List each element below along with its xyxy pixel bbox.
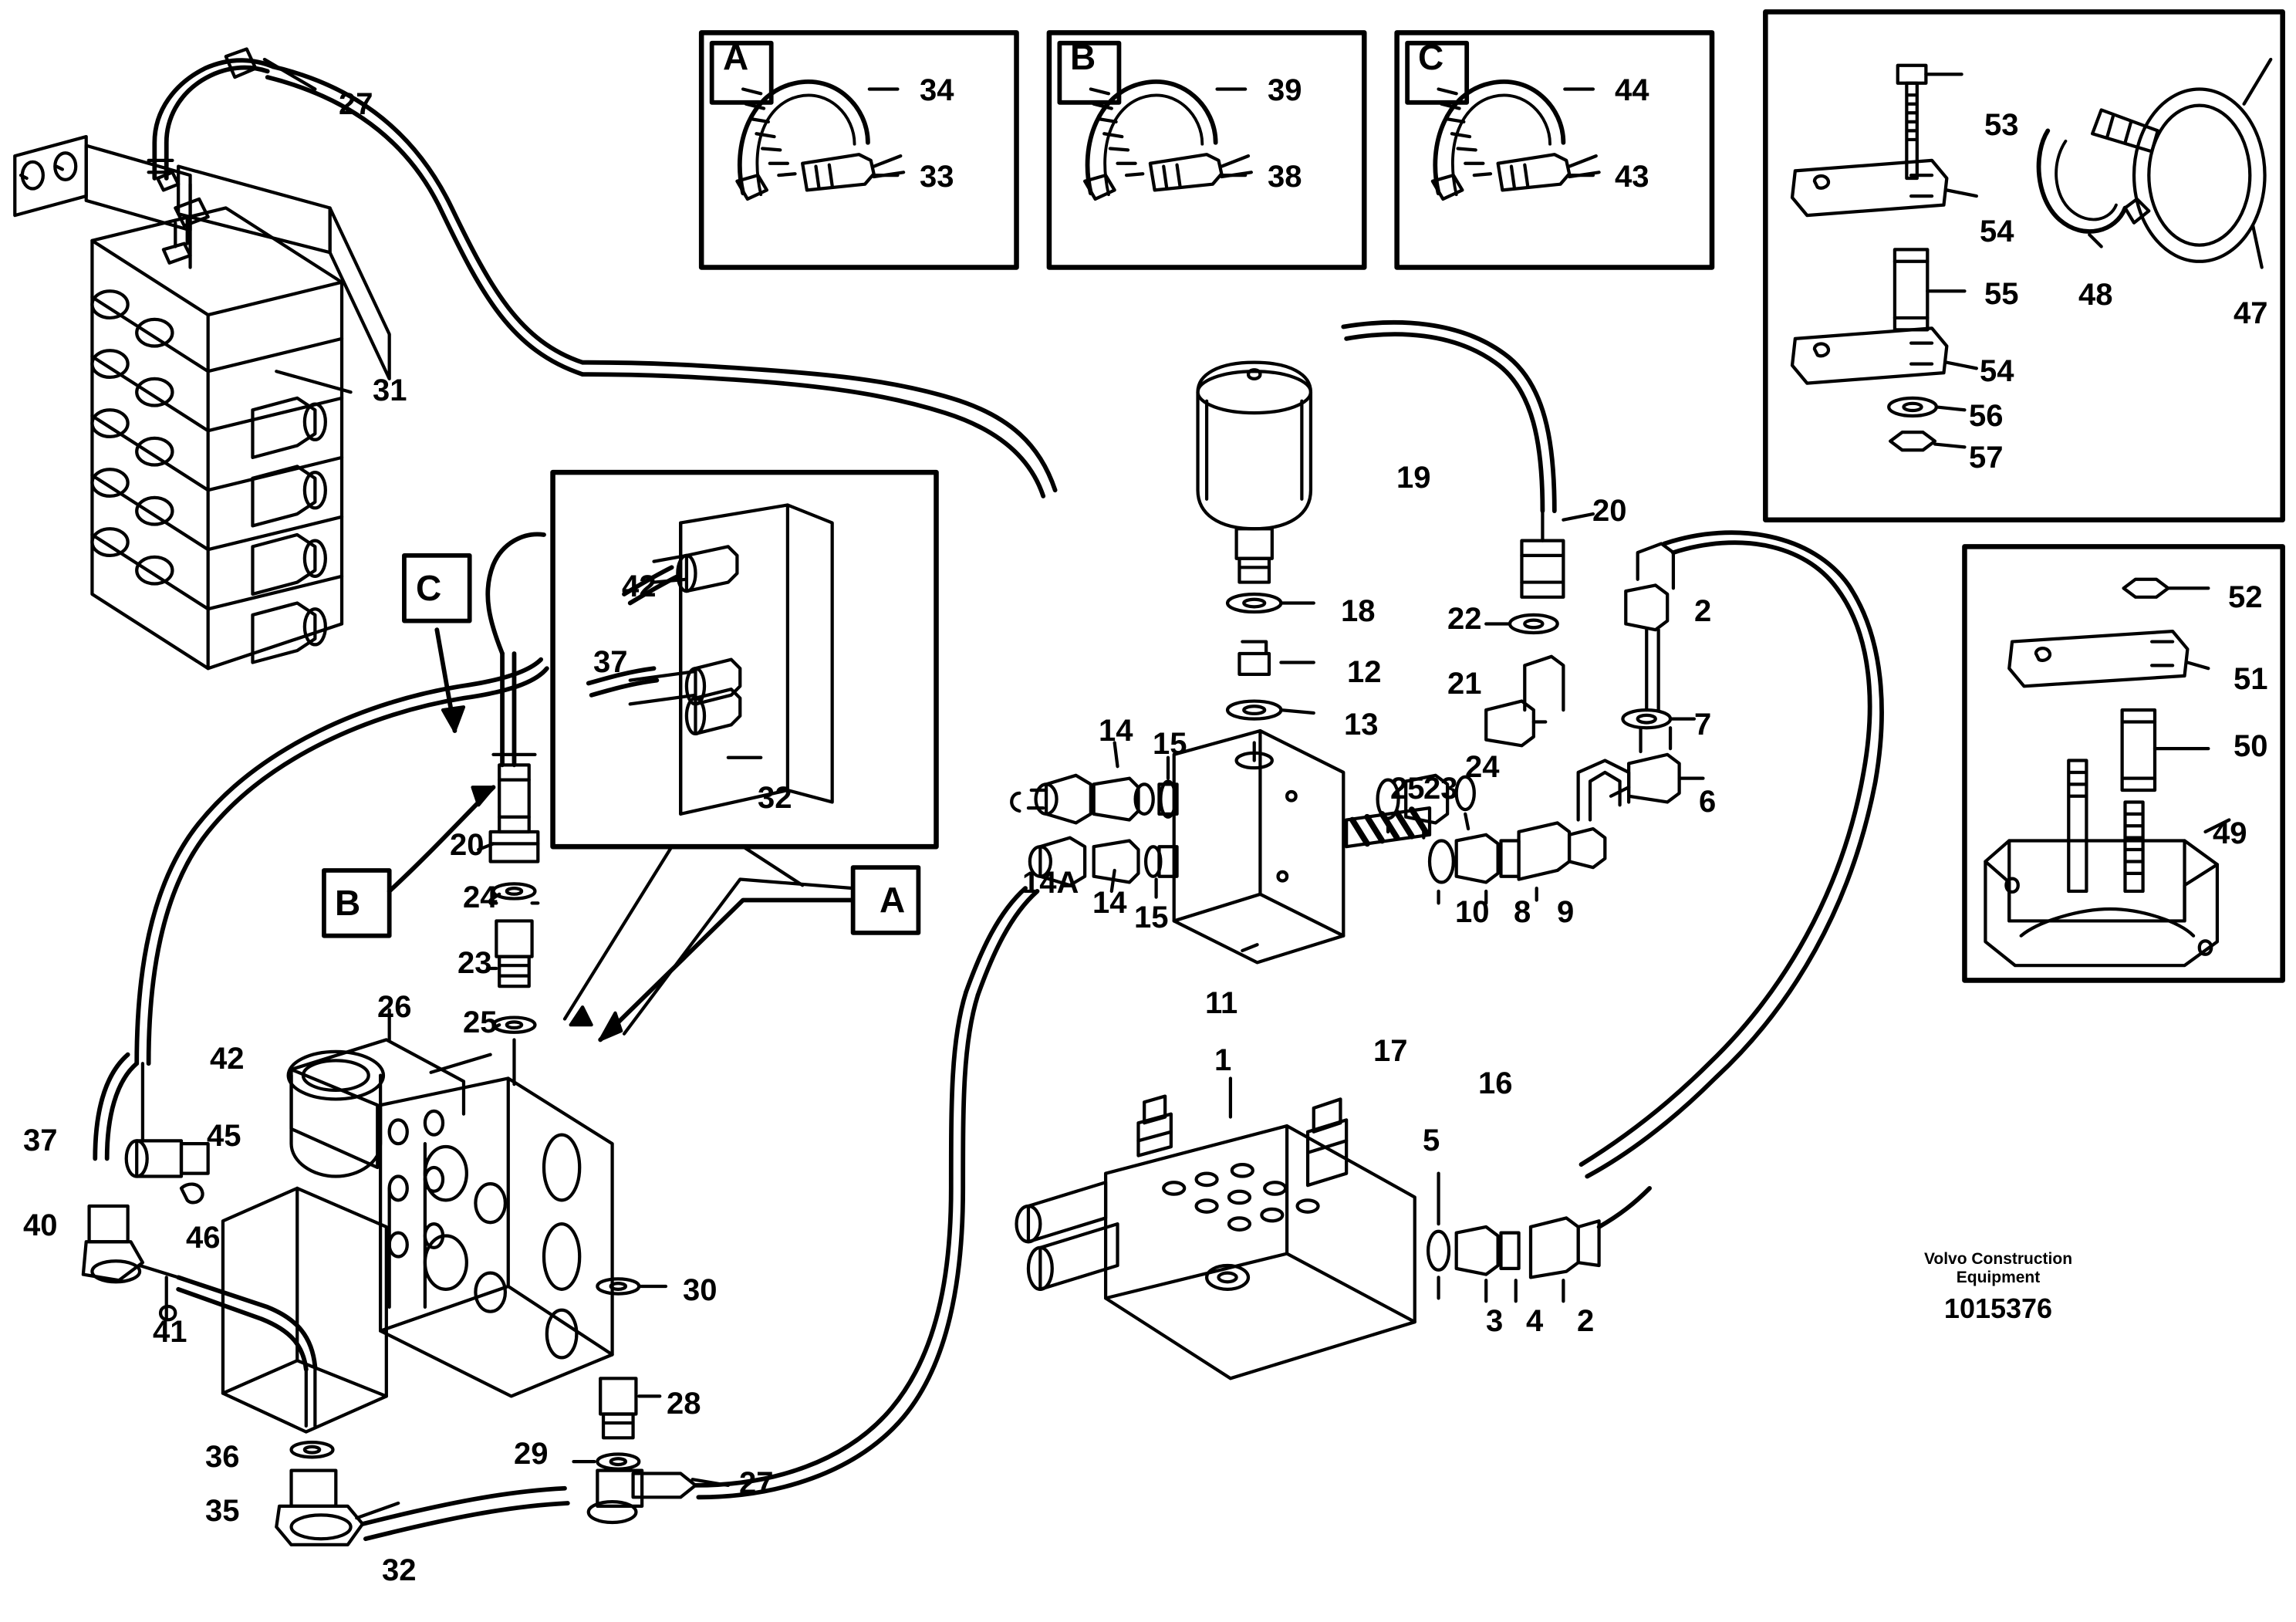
callout-23-right: 23 <box>1423 772 1458 806</box>
callout-7: 7 <box>1694 708 1712 742</box>
callout-42-lower: 42 <box>210 1042 245 1076</box>
callout-36: 36 <box>205 1440 240 1474</box>
callout-27-lower: 27 <box>739 1466 774 1500</box>
callout-54-lower: 54 <box>1980 354 2014 388</box>
callout-8: 8 <box>1514 895 1531 929</box>
callout-45: 45 <box>207 1119 241 1153</box>
callout-47: 47 <box>2234 296 2268 330</box>
callout-24-right: 24 <box>1465 750 1500 784</box>
callout-49: 49 <box>2213 816 2247 850</box>
callout-2-lower: 2 <box>1577 1304 1595 1338</box>
callout-32-lower: 32 <box>382 1553 417 1587</box>
callout-1: 1 <box>1214 1043 1232 1077</box>
callout-16: 16 <box>1478 1066 1513 1100</box>
callout-35: 35 <box>205 1494 240 1528</box>
callout-51: 51 <box>2234 662 2268 696</box>
callout-55: 55 <box>1984 277 2019 311</box>
callout-3: 3 <box>1486 1304 1504 1338</box>
callout-12: 12 <box>1347 655 1382 689</box>
callout-15-lower: 15 <box>1134 901 1169 934</box>
callout-21: 21 <box>1447 667 1482 701</box>
callout-54-upper: 54 <box>1980 215 2014 248</box>
callout-4: 4 <box>1526 1304 1544 1338</box>
callout-37-lower: 37 <box>23 1124 58 1157</box>
part-number: 1015376 <box>1943 1293 2053 1324</box>
brand-line-1: Volvo Construction <box>1923 1250 2073 1268</box>
callout-33: 33 <box>920 160 954 194</box>
callout-6: 6 <box>1699 785 1717 819</box>
callout-26: 26 <box>377 990 412 1024</box>
callout-17: 17 <box>1373 1034 1408 1068</box>
callout-40: 40 <box>23 1208 58 1242</box>
callout-56: 56 <box>1969 399 2004 433</box>
callout-23-left: 23 <box>458 946 492 980</box>
brand-text: Volvo Construction Equipment <box>1882 1250 2114 1287</box>
callout-5: 5 <box>1423 1124 1440 1157</box>
callout-46: 46 <box>186 1221 221 1255</box>
callout-22: 22 <box>1447 602 1482 636</box>
callout-57: 57 <box>1969 441 2004 475</box>
section-marker-B: B <box>335 883 361 923</box>
callout-27: 27 <box>339 87 373 121</box>
callout-31: 31 <box>373 373 407 407</box>
detail-box-letter-B: B <box>1070 37 1096 77</box>
callout-34: 34 <box>920 73 954 107</box>
callout-37: 37 <box>593 645 628 679</box>
callout-48: 48 <box>2078 278 2113 312</box>
callout-14-lower: 14 <box>1092 886 1127 920</box>
callout-25-right: 25 <box>1390 772 1425 806</box>
callout-14A: 14A <box>1022 866 1079 900</box>
callout-44: 44 <box>1615 73 1649 107</box>
callout-52: 52 <box>2228 580 2263 614</box>
callout-18: 18 <box>1341 594 1376 628</box>
callout-20-left: 20 <box>450 828 485 862</box>
callout-38: 38 <box>1268 160 1302 194</box>
callout-19: 19 <box>1396 461 1431 495</box>
brand-line-2: Equipment <box>1956 1269 2041 1287</box>
callout-50: 50 <box>2234 729 2268 763</box>
section-marker-A: A <box>880 880 906 920</box>
section-marker-C: C <box>416 568 442 608</box>
detail-box-letter-A: A <box>723 37 749 77</box>
callout-41: 41 <box>153 1315 187 1349</box>
callout-32: 32 <box>758 781 792 815</box>
callout-30: 30 <box>683 1273 718 1307</box>
callout-43: 43 <box>1615 160 1649 194</box>
callout-25-left: 25 <box>463 1005 498 1039</box>
callout-9: 9 <box>1557 895 1575 929</box>
callout-13: 13 <box>1344 708 1379 742</box>
callout-53: 53 <box>1984 108 2019 142</box>
detail-box-letter-C: C <box>1418 37 1444 77</box>
callout-28: 28 <box>667 1387 701 1421</box>
callout-10: 10 <box>1455 895 1490 929</box>
callout-15-upper: 15 <box>1153 727 1187 761</box>
callout-20-right: 20 <box>1592 494 1627 528</box>
callout-39: 39 <box>1268 73 1302 107</box>
callout-42: 42 <box>622 569 657 603</box>
callout-24-left: 24 <box>463 880 498 914</box>
callout-14-upper: 14 <box>1099 714 1133 748</box>
callout-2-upper: 2 <box>1694 594 1712 628</box>
callout-29: 29 <box>514 1437 549 1471</box>
callout-11: 11 <box>1205 986 1238 1020</box>
